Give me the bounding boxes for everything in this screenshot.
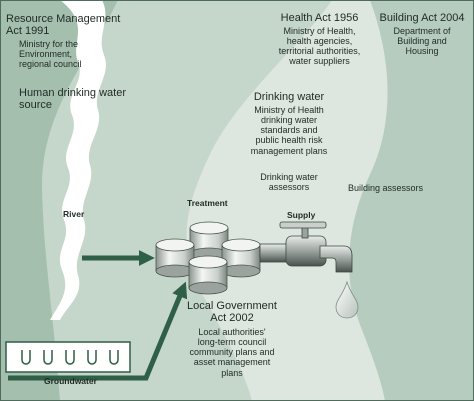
local-gov-body-line: community plans and bbox=[189, 347, 275, 358]
tap-icon bbox=[259, 221, 353, 273]
groundwater-label: Groundwater bbox=[44, 376, 97, 386]
river-label: River bbox=[63, 209, 85, 219]
local-gov-body-line: Local authorities' bbox=[198, 327, 266, 337]
rma-bodies: Ministry for the Environment, regional c… bbox=[19, 39, 82, 69]
drinking-water-heading: Drinking water bbox=[253, 91, 325, 103]
groundwater-arrow bbox=[8, 281, 188, 381]
source-line2: source bbox=[19, 99, 53, 112]
source-line1: Human drinking water bbox=[19, 87, 126, 99]
local-gov-title-line2: Act 2002 bbox=[210, 312, 254, 325]
local-gov-bodies: Local authorities' long-term council com… bbox=[180, 327, 284, 378]
rma-title: Resource Management Act 1991 bbox=[6, 13, 120, 38]
drinking-line: public health risk bbox=[255, 135, 323, 146]
rma-body-line: regional council bbox=[19, 59, 82, 70]
health-body-line: water suppliers bbox=[289, 56, 350, 67]
rma-title-line2: Act 1991 bbox=[6, 25, 50, 38]
drinking-water-assessors: Drinking water assessors bbox=[239, 172, 339, 192]
treatment-tanks bbox=[155, 221, 261, 295]
local-gov-title: Local Government Act 2002 bbox=[180, 300, 284, 325]
drinking-line: Ministry of Health bbox=[254, 105, 324, 115]
building-act-title: Building Act 2004 bbox=[379, 12, 465, 24]
assessors-line2: assessors bbox=[268, 182, 310, 193]
drinking-line: standards and bbox=[260, 125, 318, 136]
building-band bbox=[349, 0, 474, 401]
health-body-line: health agencies, bbox=[286, 36, 353, 47]
water-source-heading: Human drinking water source bbox=[19, 87, 126, 112]
drinking-line: drinking water bbox=[260, 115, 318, 126]
building-assessors: Building assessors bbox=[348, 183, 424, 193]
local-gov-title-line1: Local Government bbox=[187, 300, 277, 312]
local-gov-body-line: plans bbox=[221, 367, 243, 378]
health-act-title: Health Act 1956 bbox=[280, 12, 359, 24]
building-body-line: Department of bbox=[393, 26, 451, 36]
building-body-line: Building and bbox=[397, 36, 447, 47]
treatment-label: Treatment bbox=[187, 198, 228, 208]
supply-label: Supply bbox=[287, 210, 316, 220]
drinking-line: management plans bbox=[250, 145, 328, 156]
assessors-line1: Drinking water bbox=[260, 172, 318, 182]
rma-title-line1: Resource Management bbox=[6, 13, 121, 25]
health-body-line: territorial authorities, bbox=[278, 46, 361, 57]
building-body-line: Housing bbox=[405, 46, 439, 57]
water-drop bbox=[335, 280, 359, 319]
health-body-line: Ministry of Health, bbox=[283, 26, 356, 36]
rma-body-line: Environment, bbox=[19, 49, 73, 60]
local-gov-body-line: long-term council bbox=[197, 337, 267, 348]
drinking-water-lines: Ministry of Health drinking water standa… bbox=[239, 105, 339, 156]
health-act-bodies: Ministry of Health, health agencies, ter… bbox=[262, 26, 377, 67]
building-act-bodies: Department of Building and Housing bbox=[372, 26, 472, 56]
local-gov-body-line: asset management bbox=[193, 357, 271, 368]
groundwater-pipes bbox=[5, 341, 131, 373]
river bbox=[50, 0, 106, 320]
rma-body-line: Ministry for the bbox=[19, 39, 79, 49]
